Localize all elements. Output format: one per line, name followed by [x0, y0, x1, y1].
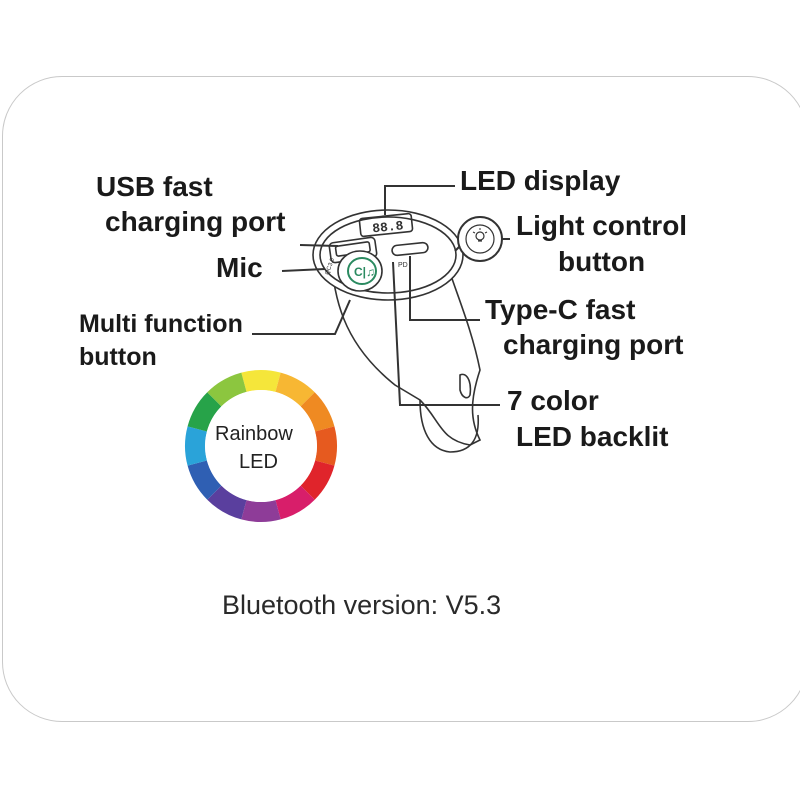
rainbow-led-ring — [184, 370, 337, 522]
plug-tip — [419, 399, 479, 453]
rainbow-segment — [315, 426, 337, 466]
charger-device — [312, 209, 482, 453]
leader-mic — [281, 268, 326, 272]
leader-backlit — [392, 261, 500, 406]
rainbow-segment — [187, 392, 222, 432]
label-usb-line2: charging port — [105, 206, 286, 237]
label-led-display: LED display — [460, 165, 621, 196]
rainbow-segment — [241, 370, 281, 392]
leader-lines — [252, 185, 510, 406]
rainbow-segment — [241, 500, 281, 522]
label-light-line1: Light control — [516, 210, 688, 241]
label-backlit-line2: LED backlit — [516, 421, 669, 452]
diagram-card — [2, 76, 800, 722]
label-typec-line2: charging port — [503, 329, 684, 360]
bluetooth-version-text: Bluetooth version: V5.3 — [222, 590, 502, 620]
label-multi-line1: Multi function — [79, 310, 243, 338]
device-head-rim — [319, 216, 457, 294]
rainbow-label-line1: Rainbow — [215, 423, 293, 445]
label-usb-line1: USB fast — [96, 171, 213, 202]
rainbow-segment — [207, 485, 247, 520]
label-mic: Mic — [216, 252, 263, 283]
leader-led-display — [384, 185, 455, 215]
leader-multi — [252, 299, 351, 335]
light-control-button-callout — [457, 216, 503, 262]
rainbow-segment — [300, 460, 335, 500]
display-digits: 88.8 — [372, 218, 405, 236]
label-multi-line2: button — [79, 343, 157, 371]
bulb-icon — [475, 231, 485, 241]
qc-text: QC3.0 — [325, 257, 337, 276]
label-backlit-line1: 7 color — [507, 385, 599, 416]
rainbow-segment — [300, 392, 335, 432]
label-light-line2: button — [558, 246, 646, 277]
rainbow-segment — [207, 372, 247, 407]
label-typec-line1: Type-C fast — [485, 294, 636, 325]
rainbow-center — [205, 390, 317, 502]
leader-typec — [409, 256, 480, 321]
rainbow-label-line2: LED — [239, 451, 278, 473]
rainbow-segment — [184, 426, 207, 466]
rainbow-segment — [275, 485, 315, 520]
knob-icon: C|♫ — [354, 265, 375, 279]
rainbow-segment — [187, 460, 222, 500]
leader-usb — [299, 244, 339, 247]
led-display-shape — [358, 212, 414, 238]
pd-text: PD — [398, 262, 408, 269]
leader-light-control — [454, 245, 461, 252]
plug-contact — [459, 373, 472, 399]
rainbow-segment — [275, 372, 315, 407]
typec-port-shape — [391, 241, 429, 257]
